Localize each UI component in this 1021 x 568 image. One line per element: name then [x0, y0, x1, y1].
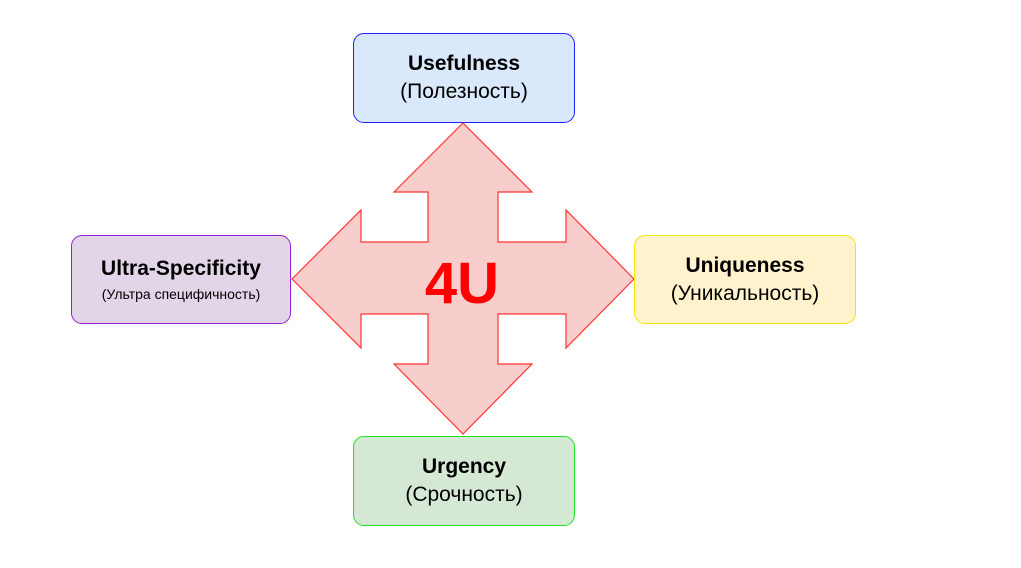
four-way-arrow-shape: [291, 122, 635, 435]
box-ultra-specificity: Ultra-Specificity (Ультра специфичность): [71, 235, 291, 324]
box-urgency: Urgency (Срочность): [353, 436, 575, 526]
box-uniqueness: Uniqueness (Уникальность): [634, 235, 856, 324]
urgency-subtitle: (Срочность): [405, 483, 523, 506]
ultra-specificity-title: Ultra-Specificity: [101, 256, 261, 280]
ultra-specificity-subtitle: (Ультра специфичность): [101, 285, 261, 302]
uniqueness-subtitle: (Уникальность): [670, 281, 820, 305]
urgency-title: Urgency: [421, 455, 507, 478]
usefulness-subtitle: (Полезность): [400, 80, 528, 103]
box-usefulness: Usefulness (Полезность): [353, 33, 575, 123]
center-label-4u: 4U: [424, 250, 500, 316]
uniqueness-title: Uniqueness: [685, 253, 805, 277]
usefulness-title: Usefulness: [407, 52, 521, 75]
